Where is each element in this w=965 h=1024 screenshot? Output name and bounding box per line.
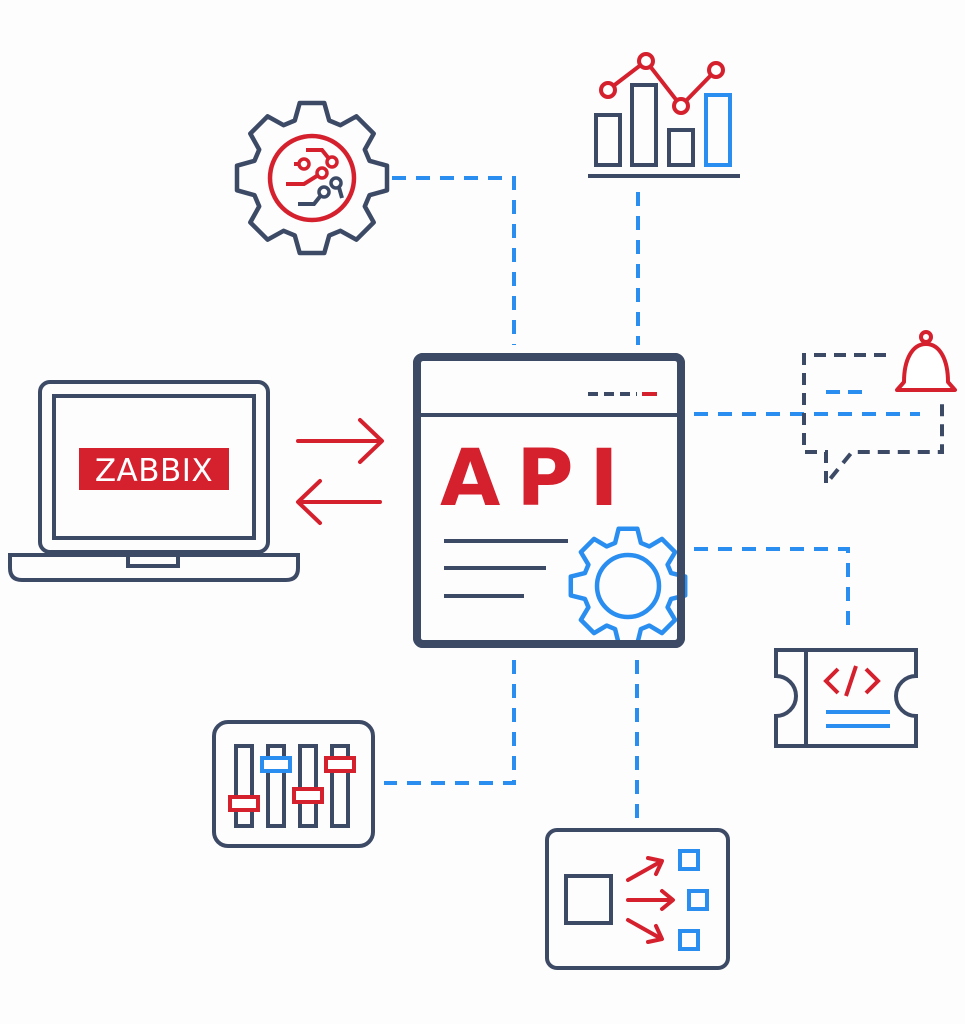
connector-gear <box>392 176 516 345</box>
api-window-icon: API <box>413 353 688 648</box>
notification-bell-chat-icon <box>802 330 957 490</box>
bell-icon <box>895 330 957 392</box>
settings-gear-icon <box>568 526 688 646</box>
arrow-left-icon <box>296 479 382 525</box>
mixer-sliders-icon <box>212 720 375 848</box>
arrow-right-icon <box>296 418 384 464</box>
connectors <box>384 176 920 825</box>
connector-mixer <box>384 660 516 785</box>
code-ticket-icon <box>774 648 918 748</box>
workflow-distribution-icon <box>545 828 730 970</box>
exchange-arrows <box>296 418 384 525</box>
laptop-icon: ZABBIX <box>8 380 300 582</box>
gear-circuit-icon <box>234 100 390 256</box>
bar-line-chart-icon <box>588 52 740 178</box>
connector-code <box>694 547 850 635</box>
api-label: API <box>440 434 635 524</box>
zabbix-logo-text: ZABBIX <box>95 453 213 489</box>
